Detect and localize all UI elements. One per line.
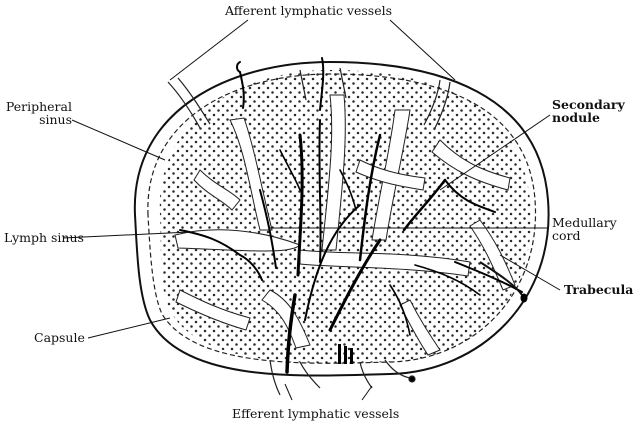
leader-capsule xyxy=(88,318,170,338)
label-afferent-vessels: Afferent lymphatic vessels xyxy=(225,4,392,17)
label-capsule: Capsule xyxy=(34,331,85,344)
label-peripheral-line2: sinus xyxy=(0,113,72,126)
efferent-vessels xyxy=(270,360,415,395)
label-peripheral-sinus: Peripheral sinus xyxy=(0,100,72,126)
leader-efferent-right xyxy=(362,386,372,400)
leader-afferent-left xyxy=(170,20,248,80)
label-trabecula: Trabecula xyxy=(564,283,633,296)
label-efferent-vessels: Efferent lymphatic vessels xyxy=(232,407,399,420)
label-medullary-line2: cord xyxy=(552,229,617,242)
label-lymph-sinus: Lymph sinus xyxy=(4,231,84,244)
leader-efferent-left xyxy=(285,384,292,400)
label-medullary-cord: Medullary cord xyxy=(552,216,617,242)
trabecula-end xyxy=(521,294,528,303)
label-secondary-nodule: Secondary nodule xyxy=(552,98,625,124)
label-secondary-line2: nodule xyxy=(552,111,625,124)
leader-peripheral-sinus xyxy=(72,120,165,160)
